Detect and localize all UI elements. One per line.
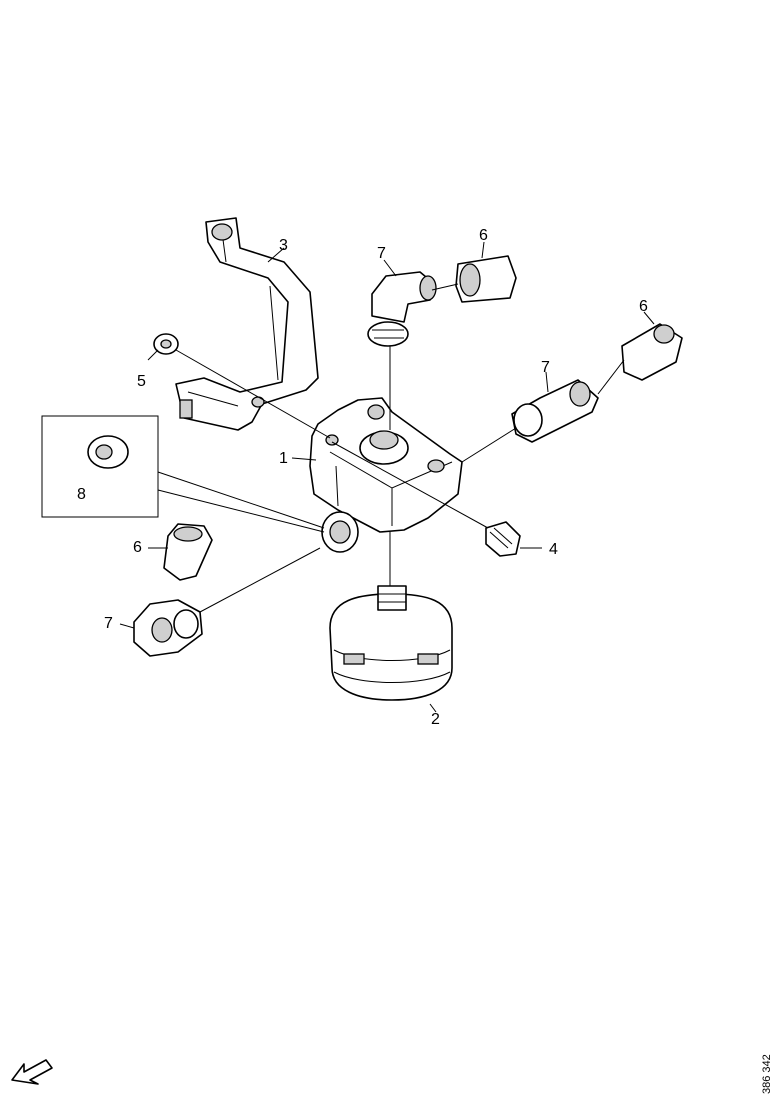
callout-2: 2 [431, 711, 440, 728]
callout-1: 1 [279, 450, 288, 467]
callout-7-top: 7 [377, 245, 386, 262]
inset-detail-part-8 [41, 415, 325, 533]
callout-6-right: 6 [639, 298, 648, 315]
nut-part-5 [153, 333, 179, 355]
callout-6-left: 6 [133, 539, 142, 556]
callout-6-top: 6 [479, 227, 488, 244]
sleeve-part-6-left [163, 523, 213, 581]
sleeve-part-6-right [621, 323, 683, 381]
reference-number: 386 342 [761, 1054, 773, 1094]
sleeve-part-6-top [455, 255, 517, 303]
elbow-fitting-part-7-top [367, 271, 437, 347]
callout-labels: 3 7 6 6 7 5 1 8 6 4 7 2 [77, 227, 648, 728]
callout-3: 3 [279, 237, 288, 254]
fitting-part-7-right [511, 379, 599, 443]
callout-5: 5 [137, 373, 146, 390]
silencer-part-2 [329, 585, 453, 701]
callout-7-left: 7 [104, 615, 113, 632]
assembly-lines [119, 241, 655, 713]
bolt-part-4 [485, 521, 521, 557]
bracket-part-3 [175, 217, 319, 431]
callout-8: 8 [77, 486, 86, 503]
fitting-part-7-left [133, 599, 203, 657]
callout-7-right: 7 [541, 359, 550, 376]
valve-body-part-1 [309, 397, 463, 553]
callout-4: 4 [549, 541, 558, 558]
arrow-icon [11, 1059, 53, 1085]
